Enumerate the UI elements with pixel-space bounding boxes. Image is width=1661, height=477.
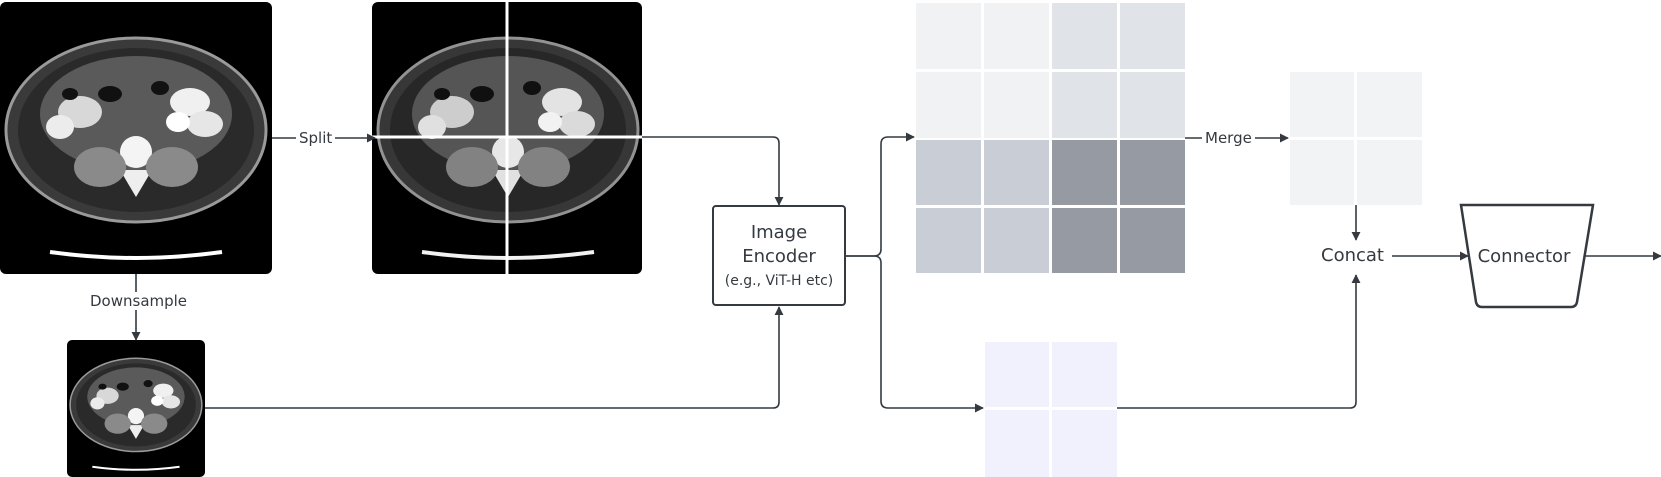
edge-encoder-to-lowres — [846, 255, 984, 413]
edge-encoder-to-grid — [846, 132, 915, 257]
ct-image-original — [0, 2, 272, 274]
encoder-example: (e.g., ViT-H etc) — [724, 273, 834, 289]
downsample-label: Downsample — [87, 292, 191, 310]
edge-lowres-to-concat — [1117, 274, 1361, 409]
concat-label: Concat — [1318, 245, 1387, 266]
connector-shape — [1459, 203, 1595, 309]
split-label: Split — [296, 129, 336, 147]
ct-image-split — [372, 2, 642, 274]
encoder-title-line2: Encoder — [742, 246, 816, 267]
low-res-token-grid — [985, 342, 1117, 477]
merge-label: Merge — [1202, 129, 1255, 147]
edge-split-to-encoder — [642, 136, 784, 206]
merged-token-grid — [1290, 72, 1422, 205]
ct-image-downsampled — [67, 340, 205, 477]
connector-label: Connector — [1477, 246, 1571, 267]
encoder-title-line1: Image — [750, 222, 808, 243]
edge-downsampled-to-encoder — [205, 306, 784, 409]
high-res-token-grid — [916, 3, 1185, 273]
image-encoder-box: Image Encoder (e.g., ViT-H etc) — [712, 205, 846, 306]
